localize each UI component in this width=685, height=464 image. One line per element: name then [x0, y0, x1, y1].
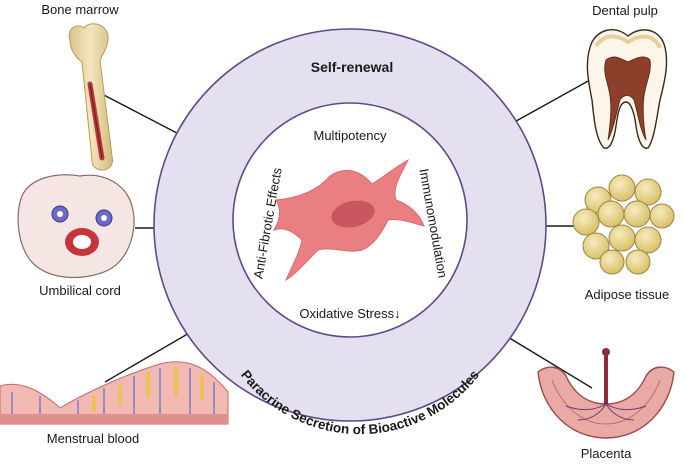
placenta-label: Placenta	[581, 446, 632, 461]
multipotency-label: Multipotency	[314, 128, 387, 143]
fat-cell	[623, 200, 651, 228]
vessel	[118, 384, 122, 406]
fat-cell	[634, 226, 662, 254]
cord-vein-right-lumen	[101, 215, 107, 221]
marrow-line	[89, 83, 103, 159]
endometrial-glands	[11, 368, 215, 414]
fat-cell	[582, 232, 610, 260]
vessel	[92, 396, 96, 412]
vessel	[174, 366, 178, 396]
fat-cell	[608, 174, 636, 202]
fat-cell	[572, 208, 600, 236]
cord-artery-lumen	[73, 235, 91, 249]
menstrual-blood-label: Menstrual blood	[47, 431, 140, 446]
bone-marrow-icon	[68, 23, 113, 171]
mesenchymal-stem-cell-icon	[272, 158, 425, 282]
vessel-branch	[577, 403, 607, 421]
cord-vein-left-lumen	[57, 211, 63, 217]
placenta-icon	[537, 348, 675, 439]
bone-marrow-label: Bone marrow	[41, 2, 119, 17]
endometrium-tissue	[0, 361, 229, 425]
fat-cell	[649, 203, 675, 229]
oxidative-stress-label: Oxidative Stress↓	[299, 306, 400, 321]
vessel	[146, 372, 150, 398]
adipose-tissue-icon	[572, 174, 675, 275]
endometrium-base	[0, 414, 228, 424]
dental-pulp-label: Dental pulp	[592, 3, 658, 18]
tooth-enamel	[594, 34, 662, 49]
cord-section	[17, 174, 135, 279]
fat-cell	[597, 200, 625, 228]
vessel	[200, 374, 204, 400]
umbilical-cord-label: Umbilical cord	[39, 283, 121, 298]
fat-cell	[625, 249, 651, 275]
vessel-branch	[565, 403, 607, 411]
adipose-tissue-label: Adipose tissue	[585, 287, 670, 302]
placenta-body	[537, 366, 675, 439]
vessel-branch	[605, 403, 635, 421]
placenta-vessels	[565, 403, 647, 421]
fat-cell	[608, 224, 636, 252]
umbilical-cord-icon	[17, 174, 135, 279]
fat-cell	[634, 178, 662, 206]
umbilical-stalk-top	[602, 348, 610, 356]
tooth-icon	[586, 29, 668, 149]
cell-nucleus	[331, 200, 375, 228]
vessel-branch	[605, 403, 647, 411]
endometrial-vessels	[92, 366, 204, 412]
pulp-chamber	[604, 56, 651, 141]
placenta-inner	[551, 379, 661, 425]
endometrium-icon	[0, 361, 229, 425]
self-renewal-label: Self-renewal	[311, 59, 393, 75]
fat-cell	[599, 249, 625, 275]
